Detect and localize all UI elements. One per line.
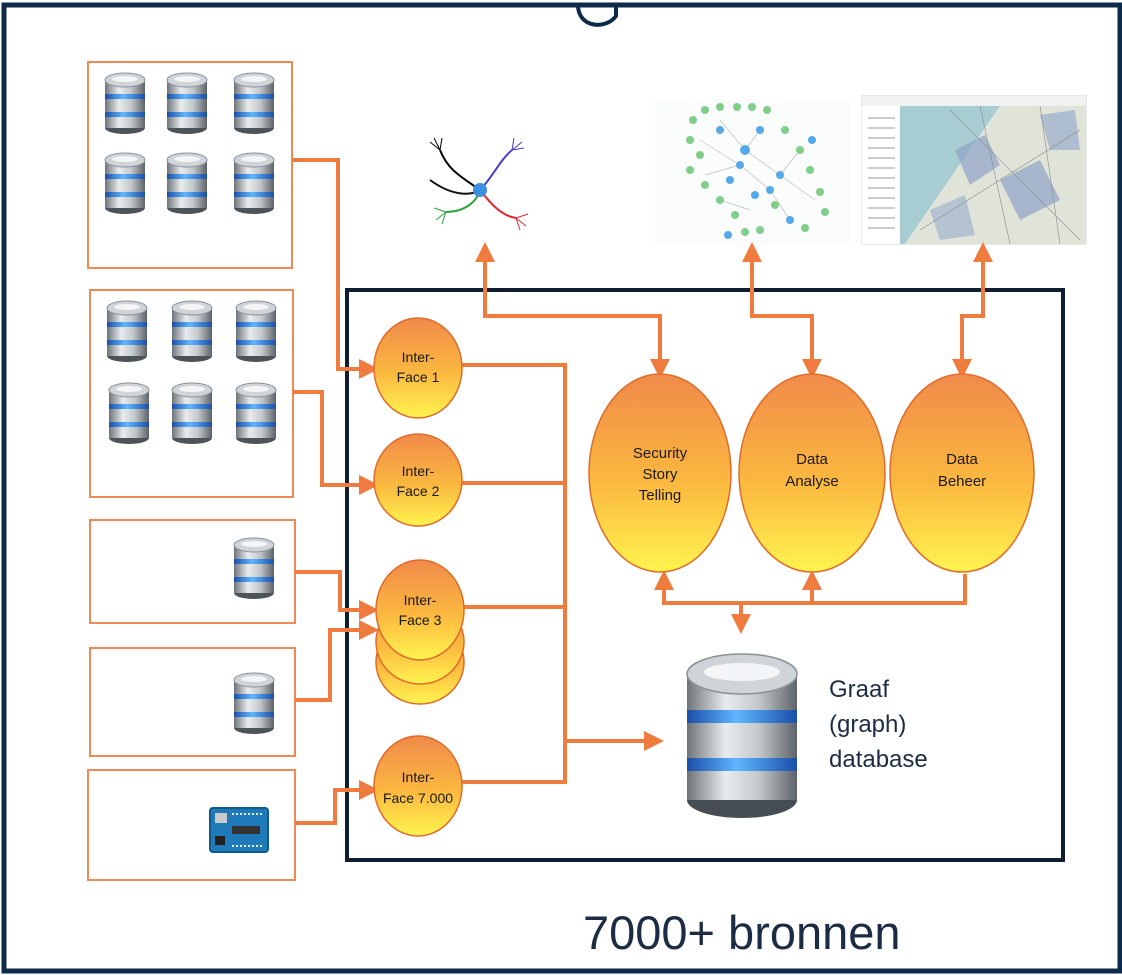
database-label-line1: Graaf <box>829 676 889 703</box>
source-group-arduino <box>87 769 296 881</box>
sources-count-label: 7000+ bronnen <box>583 906 901 959</box>
database-label-line2: (graph) <box>829 711 906 738</box>
interface-bubble-1: Inter- Face 1 <box>373 317 463 419</box>
interface-2-line1: Inter- <box>402 463 435 479</box>
interface-bubble-3: Inter- Face 3 <box>375 559 465 661</box>
source-group-4 <box>89 647 296 757</box>
interface-1-line2: Face 1 <box>397 369 440 385</box>
interface-2-line2: Face 2 <box>397 483 440 499</box>
interface-bubble-7000: Inter- Face 7.000 <box>373 735 463 837</box>
graph-database-label: Graaf (graph) database <box>829 676 928 773</box>
map-thumbnail <box>861 95 1087 245</box>
interface-7000-line2: Face 7.000 <box>383 790 453 806</box>
interface-7000-line1: Inter- <box>402 769 435 785</box>
mindmap-icon <box>429 137 529 231</box>
graph-database-icon <box>686 653 798 818</box>
system-boundary <box>345 288 1065 862</box>
graph-visualization-thumbnail <box>655 100 850 245</box>
service-security-story-telling: Security Story Telling <box>588 373 732 573</box>
interface-3-line1: Inter- <box>404 592 437 608</box>
service-2-line2: Analyse <box>785 473 838 490</box>
interface-1-line1: Inter- <box>402 349 435 365</box>
source-group-1 <box>87 61 293 269</box>
source-group-3 <box>89 519 296 624</box>
arduino-board-icon <box>209 807 269 853</box>
service-1-line3: Telling <box>639 487 682 504</box>
service-1-line2: Story <box>642 466 678 483</box>
service-2-line1: Data <box>796 451 828 468</box>
service-data-beheer: Data Beheer <box>889 373 1035 573</box>
interface-3-line2: Face 3 <box>399 612 442 628</box>
service-1-line1: Security <box>633 445 688 462</box>
source-group-2 <box>89 289 294 498</box>
connectors <box>292 158 993 825</box>
title-fragment <box>576 4 618 27</box>
service-3-line1: Data <box>946 451 978 468</box>
database-label-line3: database <box>829 746 928 773</box>
interface-bubble-2: Inter- Face 2 <box>373 433 463 527</box>
service-3-line2: Beheer <box>938 473 986 490</box>
service-data-analyse: Data Analyse <box>738 373 886 573</box>
